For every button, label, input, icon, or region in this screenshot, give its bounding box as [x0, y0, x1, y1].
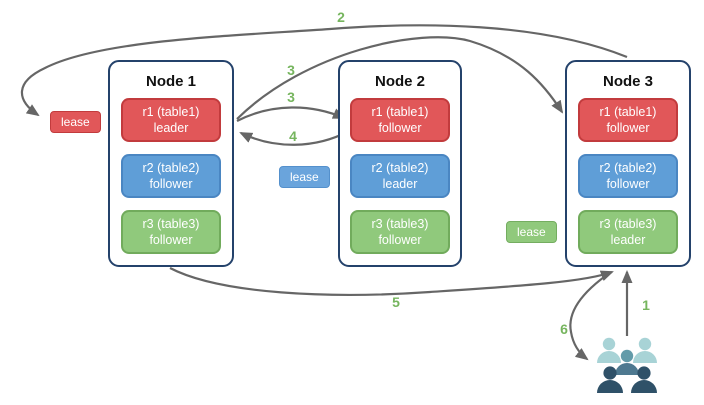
node-1: Node 1 r1 (table1) leader r2 (table2) fo… — [108, 60, 234, 267]
lease-badge-table2: lease — [279, 166, 330, 188]
replica-role: follower — [606, 177, 650, 191]
step-label-1: 1 — [642, 297, 650, 313]
replica-name: r3 (table3) — [371, 216, 429, 231]
node-3-replica-r3: r3 (table3) leader — [578, 210, 678, 254]
replica-role: leader — [153, 121, 189, 135]
lease-badge-table1: lease — [50, 111, 101, 133]
replica-name: r2 (table2) — [599, 160, 657, 175]
replica-role: leader — [610, 233, 646, 247]
node-1-replica-r3: r3 (table3) follower — [121, 210, 221, 254]
replica-name: r2 (table2) — [371, 160, 429, 175]
replica-name: r3 (table3) — [142, 216, 200, 231]
node-1-replica-r1: r1 (table1) leader — [121, 98, 221, 142]
replica-role: leader — [382, 177, 418, 191]
node-3: Node 3 r1 (table1) follower r2 (table2) … — [565, 60, 691, 267]
step-label-3b: 3 — [287, 89, 295, 105]
step-label-3a: 3 — [287, 62, 295, 78]
replica-name: r2 (table2) — [142, 160, 200, 175]
arrow-3-long-leader-to-node3 — [236, 36, 564, 120]
arrow-5-node1-to-node3 — [169, 267, 614, 296]
replica-name: r1 (table1) — [371, 104, 429, 119]
node-3-replica-r2: r2 (table2) follower — [578, 154, 678, 198]
replica-role: follower — [149, 233, 193, 247]
step-label-4: 4 — [289, 128, 297, 144]
node-2-title: Node 2 — [374, 73, 425, 90]
node-2-replica-r2: r2 (table2) leader — [350, 154, 450, 198]
replica-name: r3 (table3) — [599, 216, 657, 231]
step-label-5: 5 — [392, 294, 400, 310]
node-1-title: Node 1 — [145, 73, 196, 90]
lease-badge-table3: lease — [506, 221, 557, 243]
replica-name: r1 (table1) — [142, 104, 200, 119]
arrow-2-node3-to-lease1 — [20, 24, 628, 117]
arrow-4-node2-to-leader — [239, 130, 350, 146]
replica-role: follower — [378, 233, 422, 247]
arrow-6-node3-to-users — [569, 271, 612, 361]
node-3-title: Node 3 — [602, 73, 653, 90]
step-label-6: 6 — [560, 321, 568, 337]
replica-role: follower — [149, 177, 193, 191]
node-2-replica-r1: r1 (table1) follower — [350, 98, 450, 142]
node-2-replica-r3: r3 (table3) follower — [350, 210, 450, 254]
node-2: Node 2 r1 (table1) follower r2 (table2) … — [338, 60, 462, 267]
replica-role: follower — [378, 121, 422, 135]
node-3-replica-r1: r1 (table1) follower — [578, 98, 678, 142]
step-label-2: 2 — [337, 9, 345, 25]
node-1-replica-r2: r2 (table2) follower — [121, 154, 221, 198]
replica-name: r1 (table1) — [599, 104, 657, 119]
replica-role: follower — [606, 121, 650, 135]
users-group-icon — [597, 337, 657, 393]
arrow-3-short-leader-to-node2 — [236, 106, 346, 122]
